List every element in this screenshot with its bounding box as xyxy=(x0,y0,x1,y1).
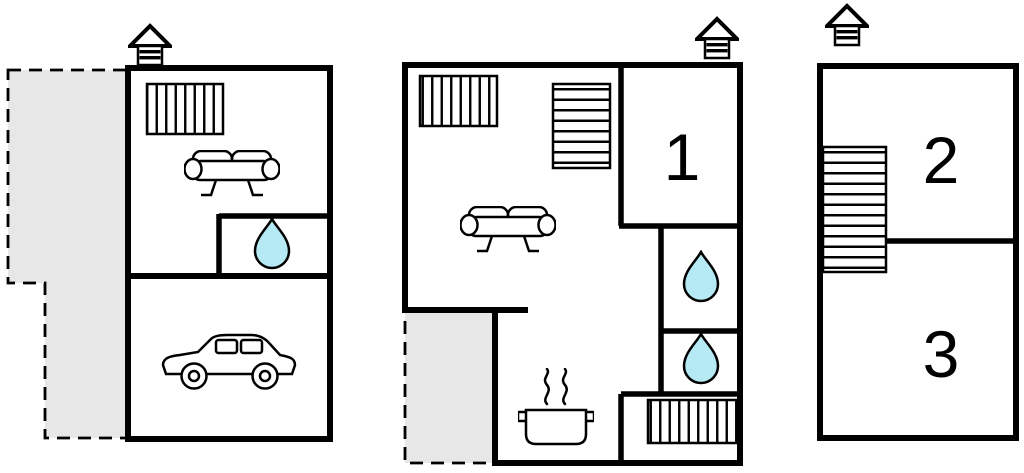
terrace-dashed-area xyxy=(6,68,130,440)
room-label-3: 3 xyxy=(923,317,960,391)
floor-upper: 2 3 xyxy=(817,4,1019,441)
exterior-walls xyxy=(817,63,1019,441)
house-chimney-icon xyxy=(695,17,739,60)
room-label-1: 1 xyxy=(664,120,701,194)
stairs-icon xyxy=(418,74,499,128)
exterior-walls xyxy=(402,62,743,466)
terrace-dashed-area xyxy=(403,308,497,465)
staircase-icon xyxy=(821,145,888,274)
house-chimney-icon xyxy=(825,4,869,47)
floor-ground xyxy=(6,24,333,442)
staircase-icon xyxy=(551,82,612,170)
stairs-icon xyxy=(145,82,225,136)
room-label-2: 2 xyxy=(923,123,960,197)
stairs-icon xyxy=(646,398,739,445)
house-chimney-icon xyxy=(128,24,172,67)
floor-main: 1 xyxy=(402,17,743,466)
